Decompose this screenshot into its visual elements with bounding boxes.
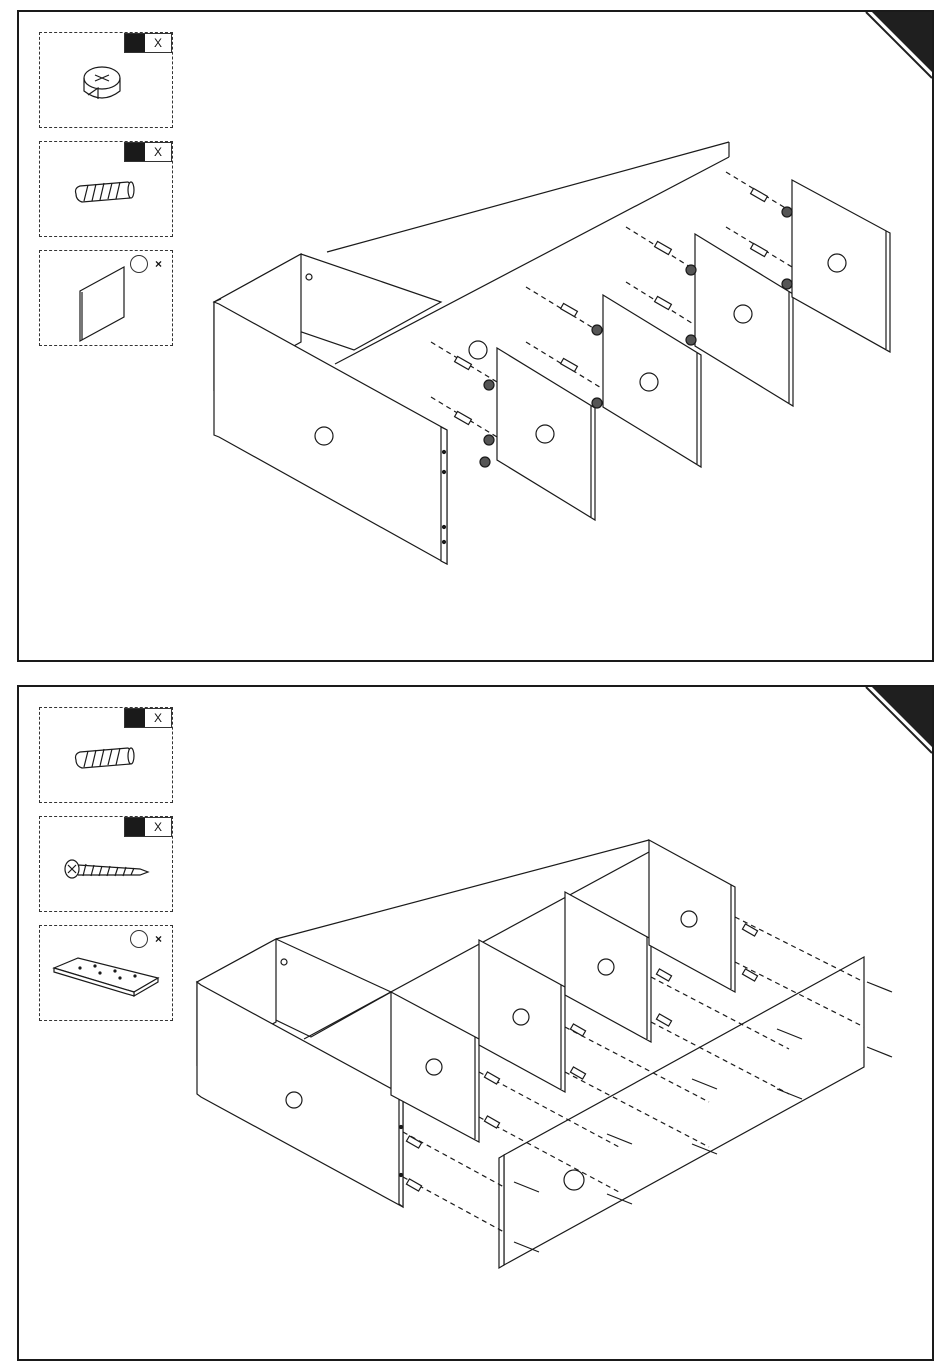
- cam-lock-icon: [40, 33, 174, 129]
- hardware-box-cam-lock: X: [39, 32, 173, 128]
- shelf-panel-icon: [40, 251, 174, 347]
- hardware-box-back-board: ×: [39, 925, 173, 1021]
- step-corner-tab: [842, 687, 932, 777]
- divider-panel-3: [565, 892, 651, 1042]
- back-board-panel-icon: [40, 926, 174, 1022]
- wooden-dowel-icon: [40, 708, 174, 804]
- divider-panel-1: [391, 992, 479, 1142]
- divider-panel-4: [792, 180, 890, 352]
- divider-panel-3: [695, 234, 793, 406]
- label-circle: [469, 341, 487, 359]
- wooden-dowel-icon: [40, 142, 174, 238]
- step-corner-tab: [842, 12, 932, 102]
- hardware-box-screw: X: [39, 816, 173, 912]
- hardware-box-shelf: ×: [39, 250, 173, 346]
- hardware-box-dowel: X: [39, 707, 173, 803]
- hardware-box-dowel: X: [39, 141, 173, 237]
- divider-panel-2: [603, 295, 701, 467]
- assembly-step-2: X X ×: [17, 685, 934, 1361]
- divider-panel-4: [649, 840, 735, 992]
- assembly-step-1: X X ×: [17, 10, 934, 662]
- wood-screw-icon: [40, 817, 174, 913]
- divider-panel-2: [479, 940, 565, 1092]
